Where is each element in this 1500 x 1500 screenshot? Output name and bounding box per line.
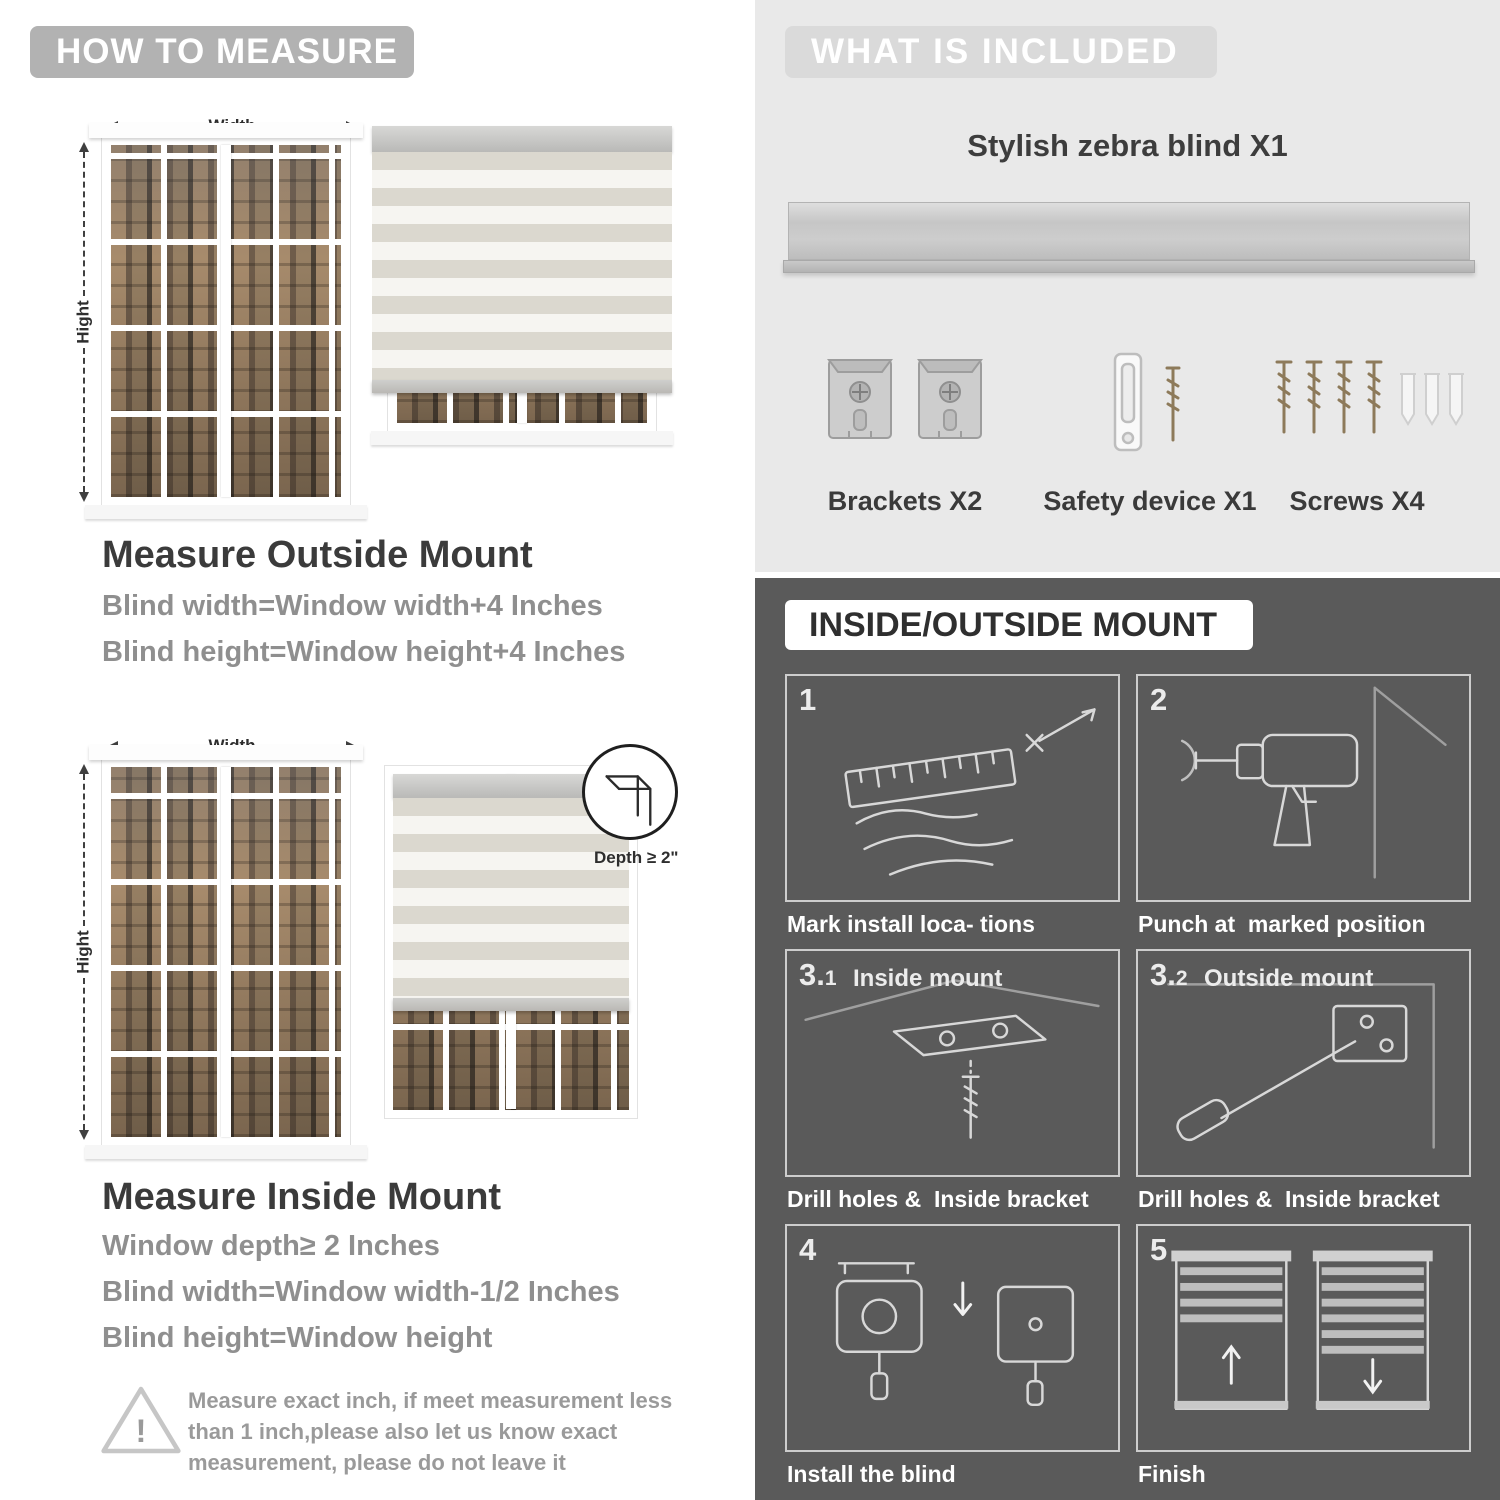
arrow-up-icon (79, 142, 89, 152)
inside-mount-heading: Measure Inside Mount (102, 1176, 502, 1218)
what-is-included-title: WHAT IS INCLUDED (811, 32, 1179, 71)
step-title: Inside mount (853, 965, 1003, 992)
step-number-main: 5 (1150, 1232, 1168, 1267)
step-punch-position: 2 Punch at marked position (1136, 674, 1471, 949)
step-number: 5 (1150, 1232, 1167, 1268)
step-panel: 3.1 Inside mount (785, 949, 1120, 1177)
blind-headrail (372, 126, 672, 152)
outside-height-formula: Blind height=Window height+4 Inches (102, 636, 626, 668)
step-finish: 5 (1136, 1224, 1471, 1499)
window-corner-detail-icon (605, 775, 652, 826)
blind-stripes (372, 152, 672, 380)
measure-note: Measure exact inch, if meet measurement … (188, 1388, 673, 1475)
step-number-sub: 2 (1175, 967, 1188, 990)
dashed-line (83, 152, 85, 296)
mark-locations-illustration (844, 708, 1096, 876)
warning-triangle-icon: ! (101, 1386, 181, 1454)
zebra-blind-headrail-lip (783, 260, 1475, 273)
step-number: 3.2 (1150, 957, 1188, 993)
step-number: 3.1 (799, 957, 837, 993)
drill-illustration (1180, 686, 1447, 879)
height-label: Hight (74, 930, 93, 974)
step-mark-locations: 1 Mark install loca- tions (785, 674, 1120, 949)
step-number-main: 4 (799, 1232, 817, 1267)
inside-bracket-illustration (804, 979, 1100, 1139)
outside-bracket-illustration (1167, 983, 1435, 1149)
window-sill (85, 1145, 367, 1159)
dashed-line (83, 978, 85, 1130)
blind-stripes (393, 798, 629, 998)
brackets-icon (827, 359, 983, 439)
screws-label: Screws X4 (1289, 486, 1425, 516)
window-lintel (89, 745, 363, 760)
mount-heading-banner: INSIDE/OUTSIDE MOUNT (785, 600, 1253, 650)
zebra-blind (372, 126, 672, 393)
dashed-line (83, 774, 85, 926)
finish-illustration (1171, 1250, 1433, 1410)
what-is-included-banner: WHAT IS INCLUDED (785, 26, 1217, 78)
zebra-blind-headrail-image (788, 202, 1470, 260)
step-caption: Drill holes & Inside bracket (1138, 1186, 1440, 1212)
depth-detail-circle (582, 744, 678, 840)
step-panel: 1 (785, 674, 1120, 902)
inside-width-formula: Blind width=Window width-1/2 Inches (102, 1276, 620, 1308)
window-sill (85, 505, 367, 519)
step-panel: 3.2 Outside mount (1136, 949, 1471, 1177)
step-outside-bracket: 3.2 Outside mount Drill holes & Inside b… (1136, 949, 1471, 1224)
step-number-main: 1 (799, 682, 817, 717)
window-lintel (89, 123, 363, 138)
inside-height-formula: Blind height=Window height (102, 1322, 493, 1354)
step-caption: Install the blind (787, 1461, 956, 1487)
step-number: 1 (799, 682, 816, 718)
inside-mount-blind-figure (385, 766, 637, 1118)
how-to-measure-title: HOW TO MEASURE (56, 32, 398, 71)
outside-mount-window (85, 123, 367, 519)
arrow-down-icon (79, 1130, 89, 1140)
arrow-down-icon (79, 492, 89, 502)
step-caption: Punch at marked position (1138, 911, 1426, 937)
mount-heading: INSIDE/OUTSIDE MOUNT (809, 605, 1218, 644)
blind-bottom-rail (393, 998, 629, 1011)
step-number-main: 3. (799, 957, 825, 992)
brackets-label: Brackets X2 (827, 486, 983, 516)
step-panel: 5 (1136, 1224, 1471, 1452)
dashed-line (83, 348, 85, 492)
window-mullion (221, 145, 231, 497)
step-caption: Finish (1138, 1461, 1206, 1487)
install-blind-illustration (835, 1262, 1075, 1407)
outside-mount-blind-figure (371, 126, 673, 445)
screws-icon (1275, 360, 1464, 434)
window-mullion (221, 767, 231, 1137)
inside-depth-formula: Window depth≥ 2 Inches (102, 1230, 440, 1262)
outside-height-measure: Hight (74, 142, 94, 502)
outside-width-formula: Blind width=Window width+4 Inches (102, 590, 603, 622)
inside-height-measure: Hight (74, 764, 94, 1140)
step-number: 4 (799, 1232, 816, 1268)
step-number-main: 2 (1150, 682, 1168, 717)
inside-mount-window (85, 745, 367, 1159)
safety-device-icon (1113, 352, 1181, 452)
height-label: Hight (74, 300, 93, 344)
outside-mount-heading: Measure Outside Mount (102, 534, 533, 576)
blind-bottom-rail (372, 380, 672, 393)
window-sill (371, 431, 673, 445)
step-caption: Mark install loca- tions (787, 911, 1035, 937)
step-caption: Drill holes & Inside bracket (787, 1186, 1089, 1212)
how-to-measure-banner: HOW TO MEASURE (30, 26, 414, 78)
step-inside-bracket: 3.1 Inside mount Drill holes & Inside br… (785, 949, 1120, 1224)
what-is-included-panel (755, 0, 1500, 572)
step-panel: 2 (1136, 674, 1471, 902)
step-panel: 4 (785, 1224, 1120, 1452)
arrow-up-icon (79, 764, 89, 774)
step-title: Outside mount (1204, 965, 1374, 992)
mount-steps-grid: 1 Mark install loca- tions (785, 674, 1471, 1499)
warning-exclamation: ! (136, 1412, 147, 1449)
depth-requirement-label: Depth ≥ 2" (594, 848, 679, 867)
step-number-sub: 1 (824, 967, 837, 990)
step-install-blind: 4 Instal (785, 1224, 1120, 1499)
safety-device-label: Safety device X1 (1043, 486, 1257, 516)
step-number-main: 3. (1150, 957, 1176, 992)
zebra-blind-title: Stylish zebra blind X1 (967, 128, 1288, 163)
step-number: 2 (1150, 682, 1167, 718)
